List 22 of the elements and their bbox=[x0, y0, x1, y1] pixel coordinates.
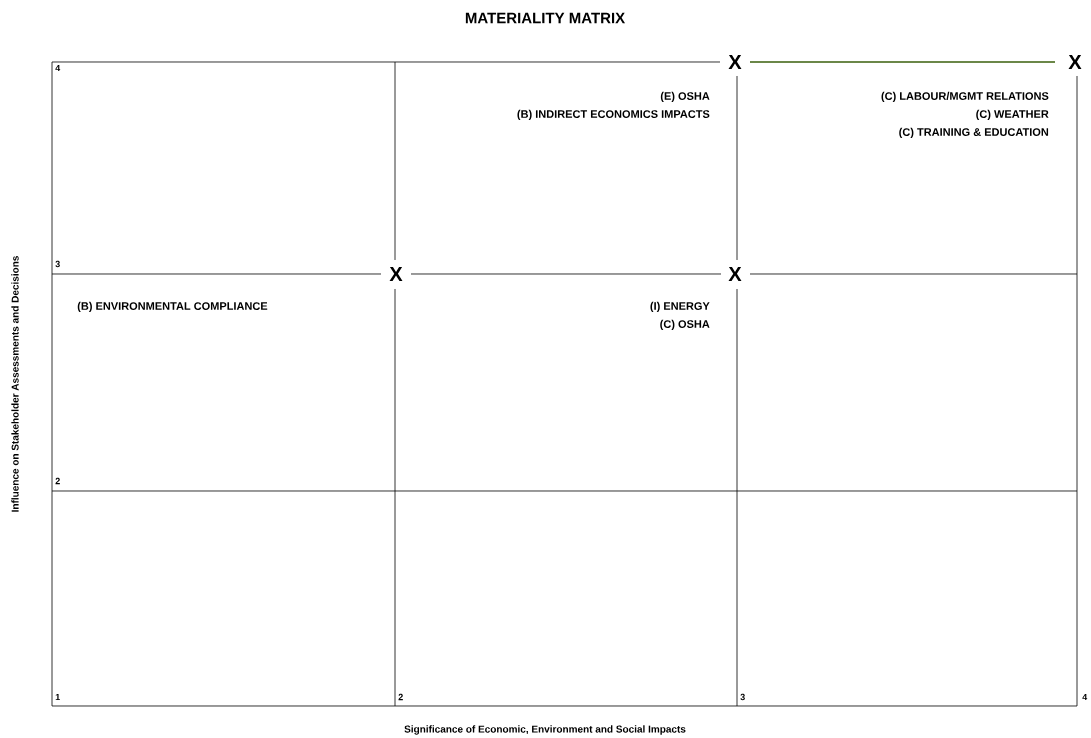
axis-tick-label: 3 bbox=[740, 693, 745, 701]
topic-label: (B) INDIRECT ECONOMICS IMPACTS bbox=[517, 109, 710, 121]
axis-tick-label: 4 bbox=[1082, 693, 1088, 701]
topic-label: (C) WEATHER bbox=[976, 109, 1049, 121]
cross-mark: X bbox=[728, 267, 742, 281]
cross-mark: X bbox=[1068, 55, 1082, 69]
topic-label: (C) LABOUR/MGMT RELATIONS bbox=[881, 91, 1049, 103]
chart-title: MATERIALITY MATRIX bbox=[465, 12, 625, 24]
topic-label: (E) OSHA bbox=[660, 91, 710, 103]
axis-tick-label: 3 bbox=[55, 260, 60, 268]
topic-label: (B) ENVIRONMENTAL COMPLIANCE bbox=[77, 301, 268, 313]
axis-tick-label: 1 bbox=[55, 693, 60, 701]
cross-mark: X bbox=[728, 55, 742, 69]
axis-title: Influence on Stakeholder Assessments and Decisions bbox=[11, 256, 19, 512]
axis-title: Significance of Economic, Environment and Social Impacts bbox=[404, 725, 686, 735]
axis-tick-label: 2 bbox=[398, 693, 403, 701]
topic-label: (C) TRAINING & EDUCATION bbox=[899, 127, 1049, 139]
topic-label: (C) OSHA bbox=[660, 319, 710, 331]
cross-mark: X bbox=[389, 267, 403, 281]
axis-tick-label: 2 bbox=[55, 477, 60, 485]
topic-label: (I) ENERGY bbox=[650, 301, 710, 313]
axis-tick-label: 4 bbox=[55, 64, 61, 72]
